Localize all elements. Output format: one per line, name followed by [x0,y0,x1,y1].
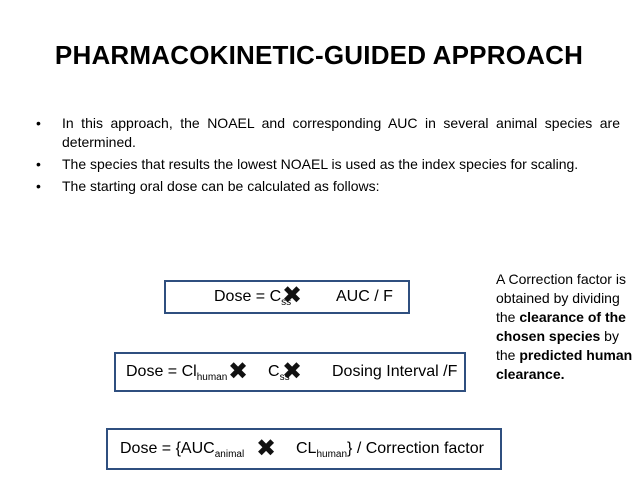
equation-term: Dosing Interval /F [332,363,458,380]
equation-text: Dose = Cl [126,363,197,380]
equation-term: CLhuman} / Correction factor [296,440,484,460]
equation-box-correction: Dose = {AUCanimal ✖ CLhuman} / Correctio… [106,428,502,470]
bullet-text: The species that results the lowest NOAE… [62,156,579,172]
multiply-icon: ✖ [228,357,249,385]
equation-text: } / Correction factor [347,440,484,457]
bullet-text: The starting oral dose can be calculated… [62,178,380,194]
bullet-item: • The starting oral dose can be calculat… [36,177,620,196]
equation-subscript: animal [214,449,245,460]
slide-title: PHARMACOKINETIC-GUIDED APPROACH [54,40,584,70]
bullet-text: In this approach, the NOAEL and correspo… [62,115,620,150]
equation-subscript: human [196,372,228,383]
equation-term: Dose = Css [214,288,292,308]
multiply-icon: ✖ [256,434,277,462]
equation-box-auc: Dose = Css ✖ AUC / F [164,280,410,314]
note-text: A Correction factor is obtained by divid… [496,271,626,325]
equation-subscript: human [316,449,348,460]
equation-term: Dose = Clhuman [126,363,228,383]
equation-text: Dose = {AUC [120,440,215,457]
correction-factor-note: A Correction factor is obtained by divid… [496,270,636,384]
equation-subscript: ss [279,372,290,383]
equation-term: Dose = {AUCanimal [120,440,245,460]
equation-subscript: ss [281,297,292,308]
multiply-icon: ✖ [282,281,303,309]
bullet-dot: • [36,115,41,131]
bullet-dot: • [36,156,41,172]
bullet-item: • In this approach, the NOAEL and corres… [36,114,620,152]
bullet-list: • In this approach, the NOAEL and corres… [36,114,620,199]
multiply-icon: ✖ [282,357,303,385]
equation-text: Dose = C [214,288,282,305]
bullet-item: • The species that results the lowest NO… [36,155,620,174]
bullet-dot: • [36,178,41,194]
equation-term: Css [268,363,290,383]
equation-box-clearance: Dose = Clhuman ✖ Css ✖ Dosing Interval /… [114,352,466,392]
note-text: by the [496,328,619,363]
equation-term: AUC / F [336,288,393,305]
equation-text: C [268,363,280,380]
note-bold-text: clearance of the chosen species [496,309,626,344]
equation-text: CL [296,440,317,457]
note-bold-text: predicted human clearance. [496,347,633,382]
